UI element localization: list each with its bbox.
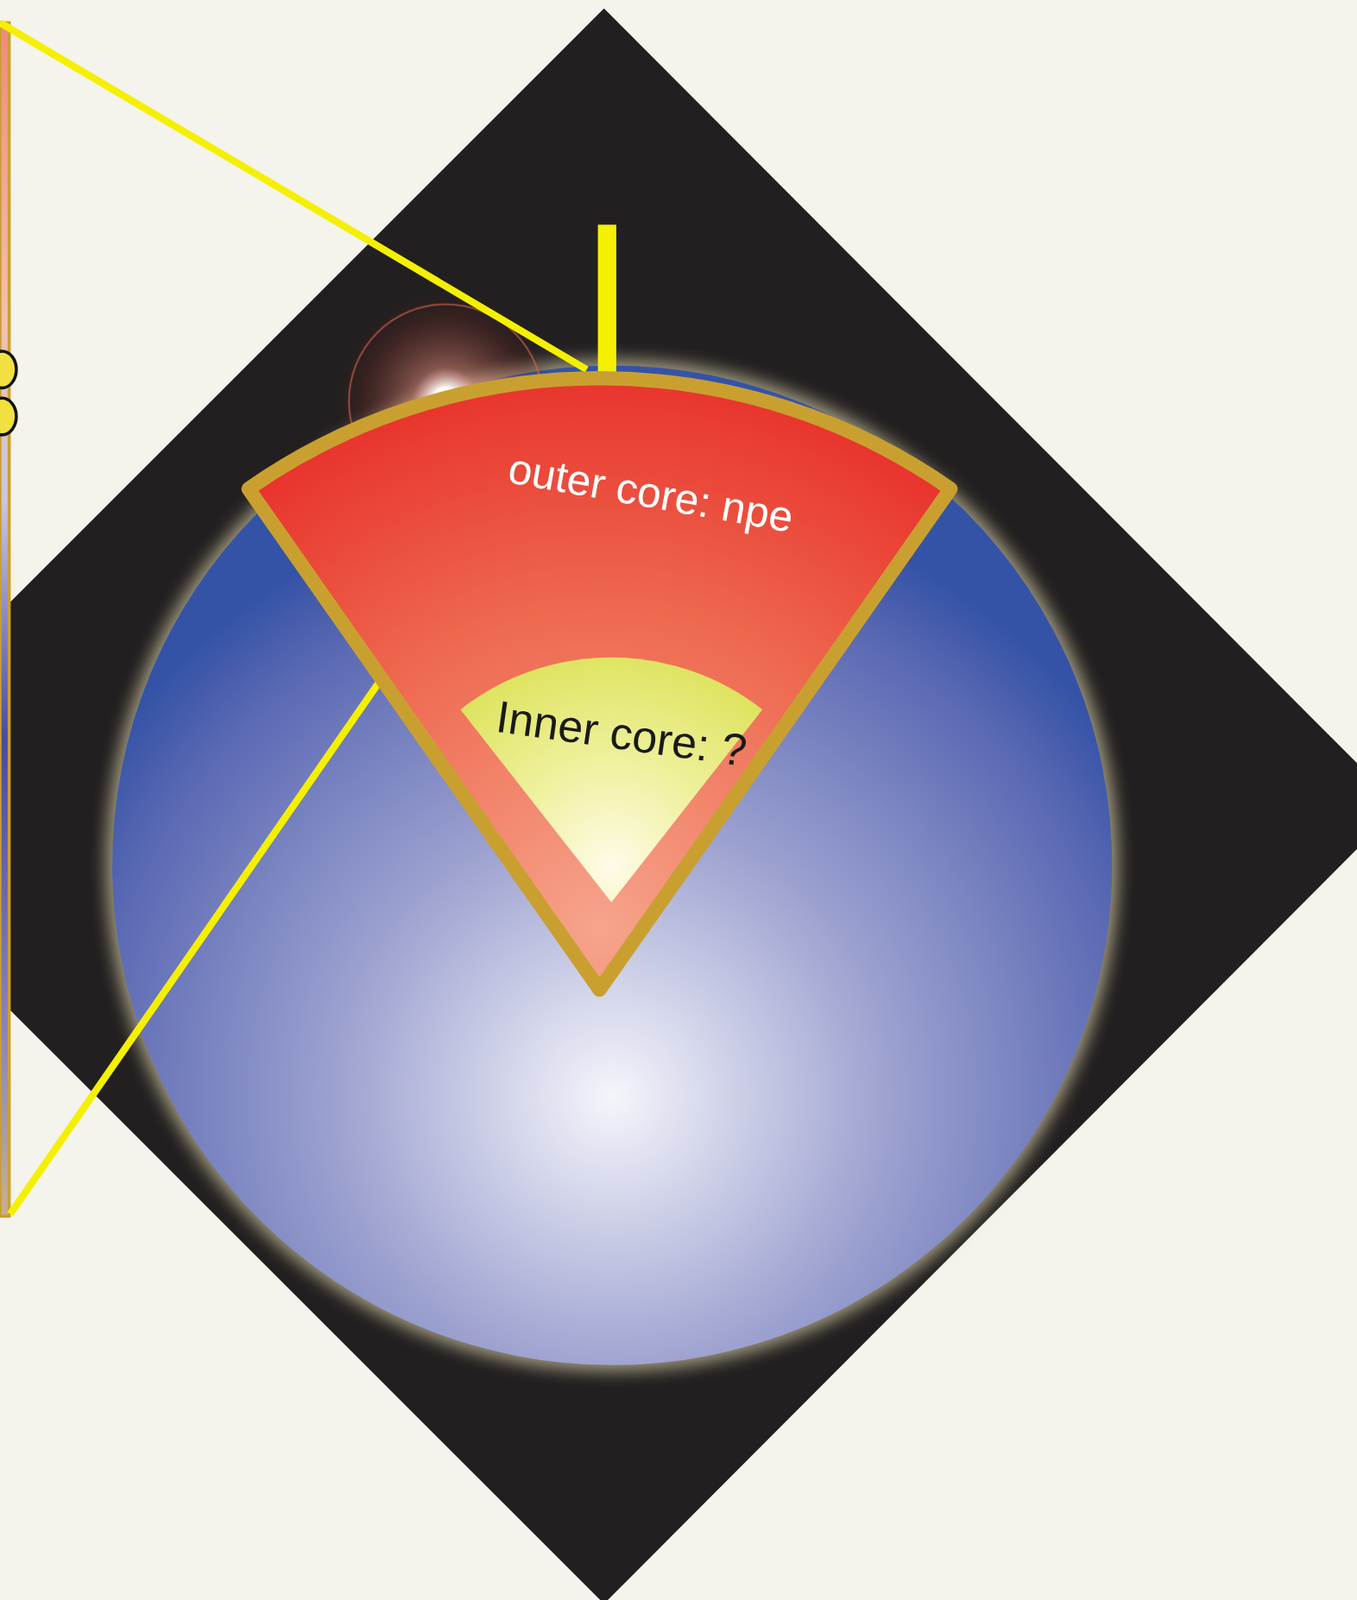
star-sphere	[112, 365, 1112, 1365]
black-diamond-background	[0, 8, 1357, 1600]
inner-core-wedge-outline	[460, 657, 763, 903]
outer-core-wedge: outer core: npeInner core: ?	[232, 357, 984, 1010]
inner-core-wedge-shape	[458, 652, 765, 908]
bar-marker	[0, 351, 17, 389]
inner-core-wedge: Inner core: ?	[458, 652, 765, 908]
sphere-glow	[106, 359, 1118, 1371]
zoom-line	[0, 22, 587, 370]
outer-core-wedge-outline	[248, 378, 951, 990]
bar-marker	[0, 397, 17, 436]
scale-bar	[0, 22, 10, 1217]
